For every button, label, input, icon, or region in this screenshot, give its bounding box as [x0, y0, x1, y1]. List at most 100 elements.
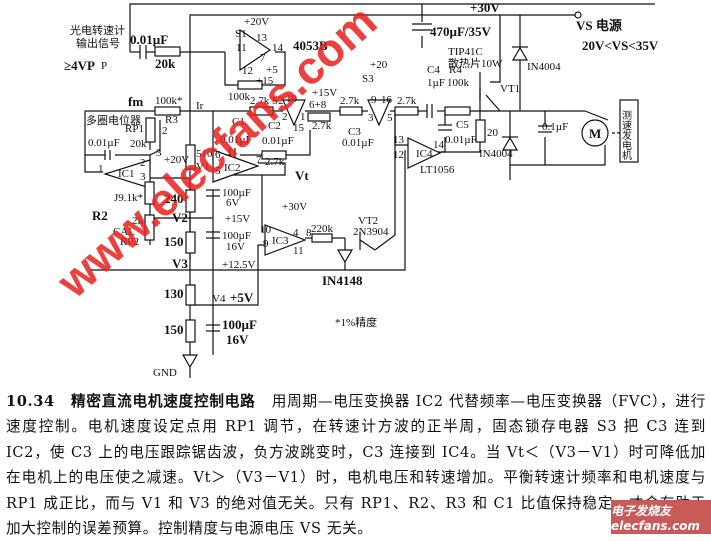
label: 输出信号 — [76, 36, 120, 50]
label: 3 — [156, 147, 162, 159]
label: 3 — [368, 112, 374, 124]
label: 130 — [164, 286, 184, 301]
site-logo: 电子发烧友 elecfans.com — [611, 500, 711, 534]
label: 1 — [98, 163, 104, 175]
label: 9 — [371, 94, 377, 106]
label: 8 — [306, 227, 312, 239]
label: R4 — [449, 64, 462, 76]
label: IC4 — [416, 148, 433, 160]
label: 100k* — [155, 95, 183, 107]
label: 100µF — [222, 317, 257, 332]
label: 2k — [132, 215, 144, 227]
label: 4 — [293, 227, 299, 239]
label: 150 — [164, 234, 184, 249]
label: 100µF — [222, 230, 251, 242]
label: P — [101, 60, 107, 72]
label: 2.7k — [340, 95, 360, 107]
label: 14 — [433, 139, 445, 151]
label: 150 — [164, 322, 184, 337]
label: RP1 — [125, 123, 144, 135]
label: 20V<VS<35V — [582, 38, 659, 53]
label: C2 — [268, 120, 281, 132]
components — [102, 11, 639, 378]
label: 13 — [256, 32, 268, 44]
label: VT2 — [358, 215, 378, 227]
label: 0.1µF — [542, 121, 568, 133]
label: +12.5V — [222, 259, 255, 271]
label: VT1 — [500, 83, 520, 95]
figure-title: 精密直流电机速度控制电路 — [70, 393, 256, 410]
label: *1%精度 — [335, 315, 377, 329]
label: 0.01µF — [130, 32, 168, 47]
label: 6V — [226, 197, 240, 209]
label: S3 — [362, 73, 374, 85]
opamp-ic2 — [212, 149, 260, 183]
opamp-ic4 — [407, 137, 442, 169]
label: +15V — [312, 87, 337, 99]
label: RP2 — [120, 236, 139, 248]
label: 100k — [447, 77, 470, 89]
label: 多圈电位器 — [86, 113, 141, 127]
label: 10 — [286, 93, 298, 105]
label: J9.1k* — [114, 192, 143, 204]
label: 12 — [393, 149, 404, 161]
diode-in4004-bottom — [501, 136, 519, 151]
label: 5 — [387, 112, 393, 124]
label: +15 — [256, 75, 274, 87]
tacho-generator — [619, 99, 639, 163]
label: 测速发电机 — [620, 109, 632, 161]
label: 20k — [155, 56, 176, 71]
opamp-ic1 — [102, 159, 151, 189]
label: V2 — [172, 210, 188, 225]
label: VS 电源 — [576, 18, 622, 33]
label: 1µF — [427, 77, 445, 89]
switch-s3 — [367, 99, 391, 127]
motor — [581, 119, 609, 147]
label: 16 — [381, 94, 393, 106]
figure-number: 10.34 — [6, 393, 55, 410]
label: R3 — [165, 114, 178, 126]
comparator-ic3 — [264, 224, 307, 256]
label: 220k — [311, 223, 334, 235]
label: 470µF/35V — [430, 24, 492, 39]
label: +5 — [266, 64, 278, 76]
diode-in4148 — [336, 249, 354, 264]
label: 7 — [256, 154, 262, 166]
component-labels: +30V 光电转速计 输出信号 0.01µF 20k ≥4VP P fm +20… — [64, 0, 659, 379]
label: TIP41C — [448, 46, 483, 58]
label: +30V — [282, 201, 307, 213]
label: IN4148 — [322, 273, 363, 288]
diode-in4004-top — [511, 46, 529, 61]
label: 0.01µF — [220, 134, 252, 146]
label: 2 — [140, 157, 146, 169]
label: +15V — [225, 213, 250, 225]
label: 3 — [140, 171, 146, 183]
label: 15 — [293, 122, 305, 134]
switch-s1 — [239, 28, 272, 72]
label: 12 — [242, 65, 253, 77]
label: 5 — [215, 165, 221, 177]
label: R2 — [92, 208, 108, 223]
label: Vt — [295, 168, 309, 183]
label: 11 — [293, 245, 304, 257]
resistor-20k — [154, 46, 181, 57]
label: C3 — [348, 126, 361, 138]
label: V3 — [172, 256, 188, 271]
circuit-schematic: +30V 光电转速计 输出信号 0.01µF 20k ≥4VP P fm +20… — [46, 0, 659, 379]
label: V4 — [212, 293, 226, 305]
label: 6 — [215, 149, 221, 161]
label: 2.7k — [397, 95, 417, 107]
label: 6+8 — [309, 99, 327, 111]
figure-caption: 10.34 精密直流电机速度控制电路 用周期—电压变换器 IC2 代替频率—电压… — [6, 389, 706, 541]
label: +5V — [230, 290, 254, 305]
label: 20 — [487, 127, 499, 139]
gnd-diode — [181, 354, 199, 369]
figure-description: 用周期—电压变换器 IC2 代替频率—电压变换器（FVC），进行速度控制。电机速… — [6, 393, 706, 538]
label: 2.7k — [312, 120, 332, 132]
label: 9 — [263, 238, 269, 250]
label: 4053B — [293, 38, 328, 53]
label: 0.01µF — [342, 137, 374, 149]
label: 2N3904 — [353, 226, 389, 238]
label: IN4004 — [479, 148, 513, 160]
label: 510 — [196, 148, 213, 160]
